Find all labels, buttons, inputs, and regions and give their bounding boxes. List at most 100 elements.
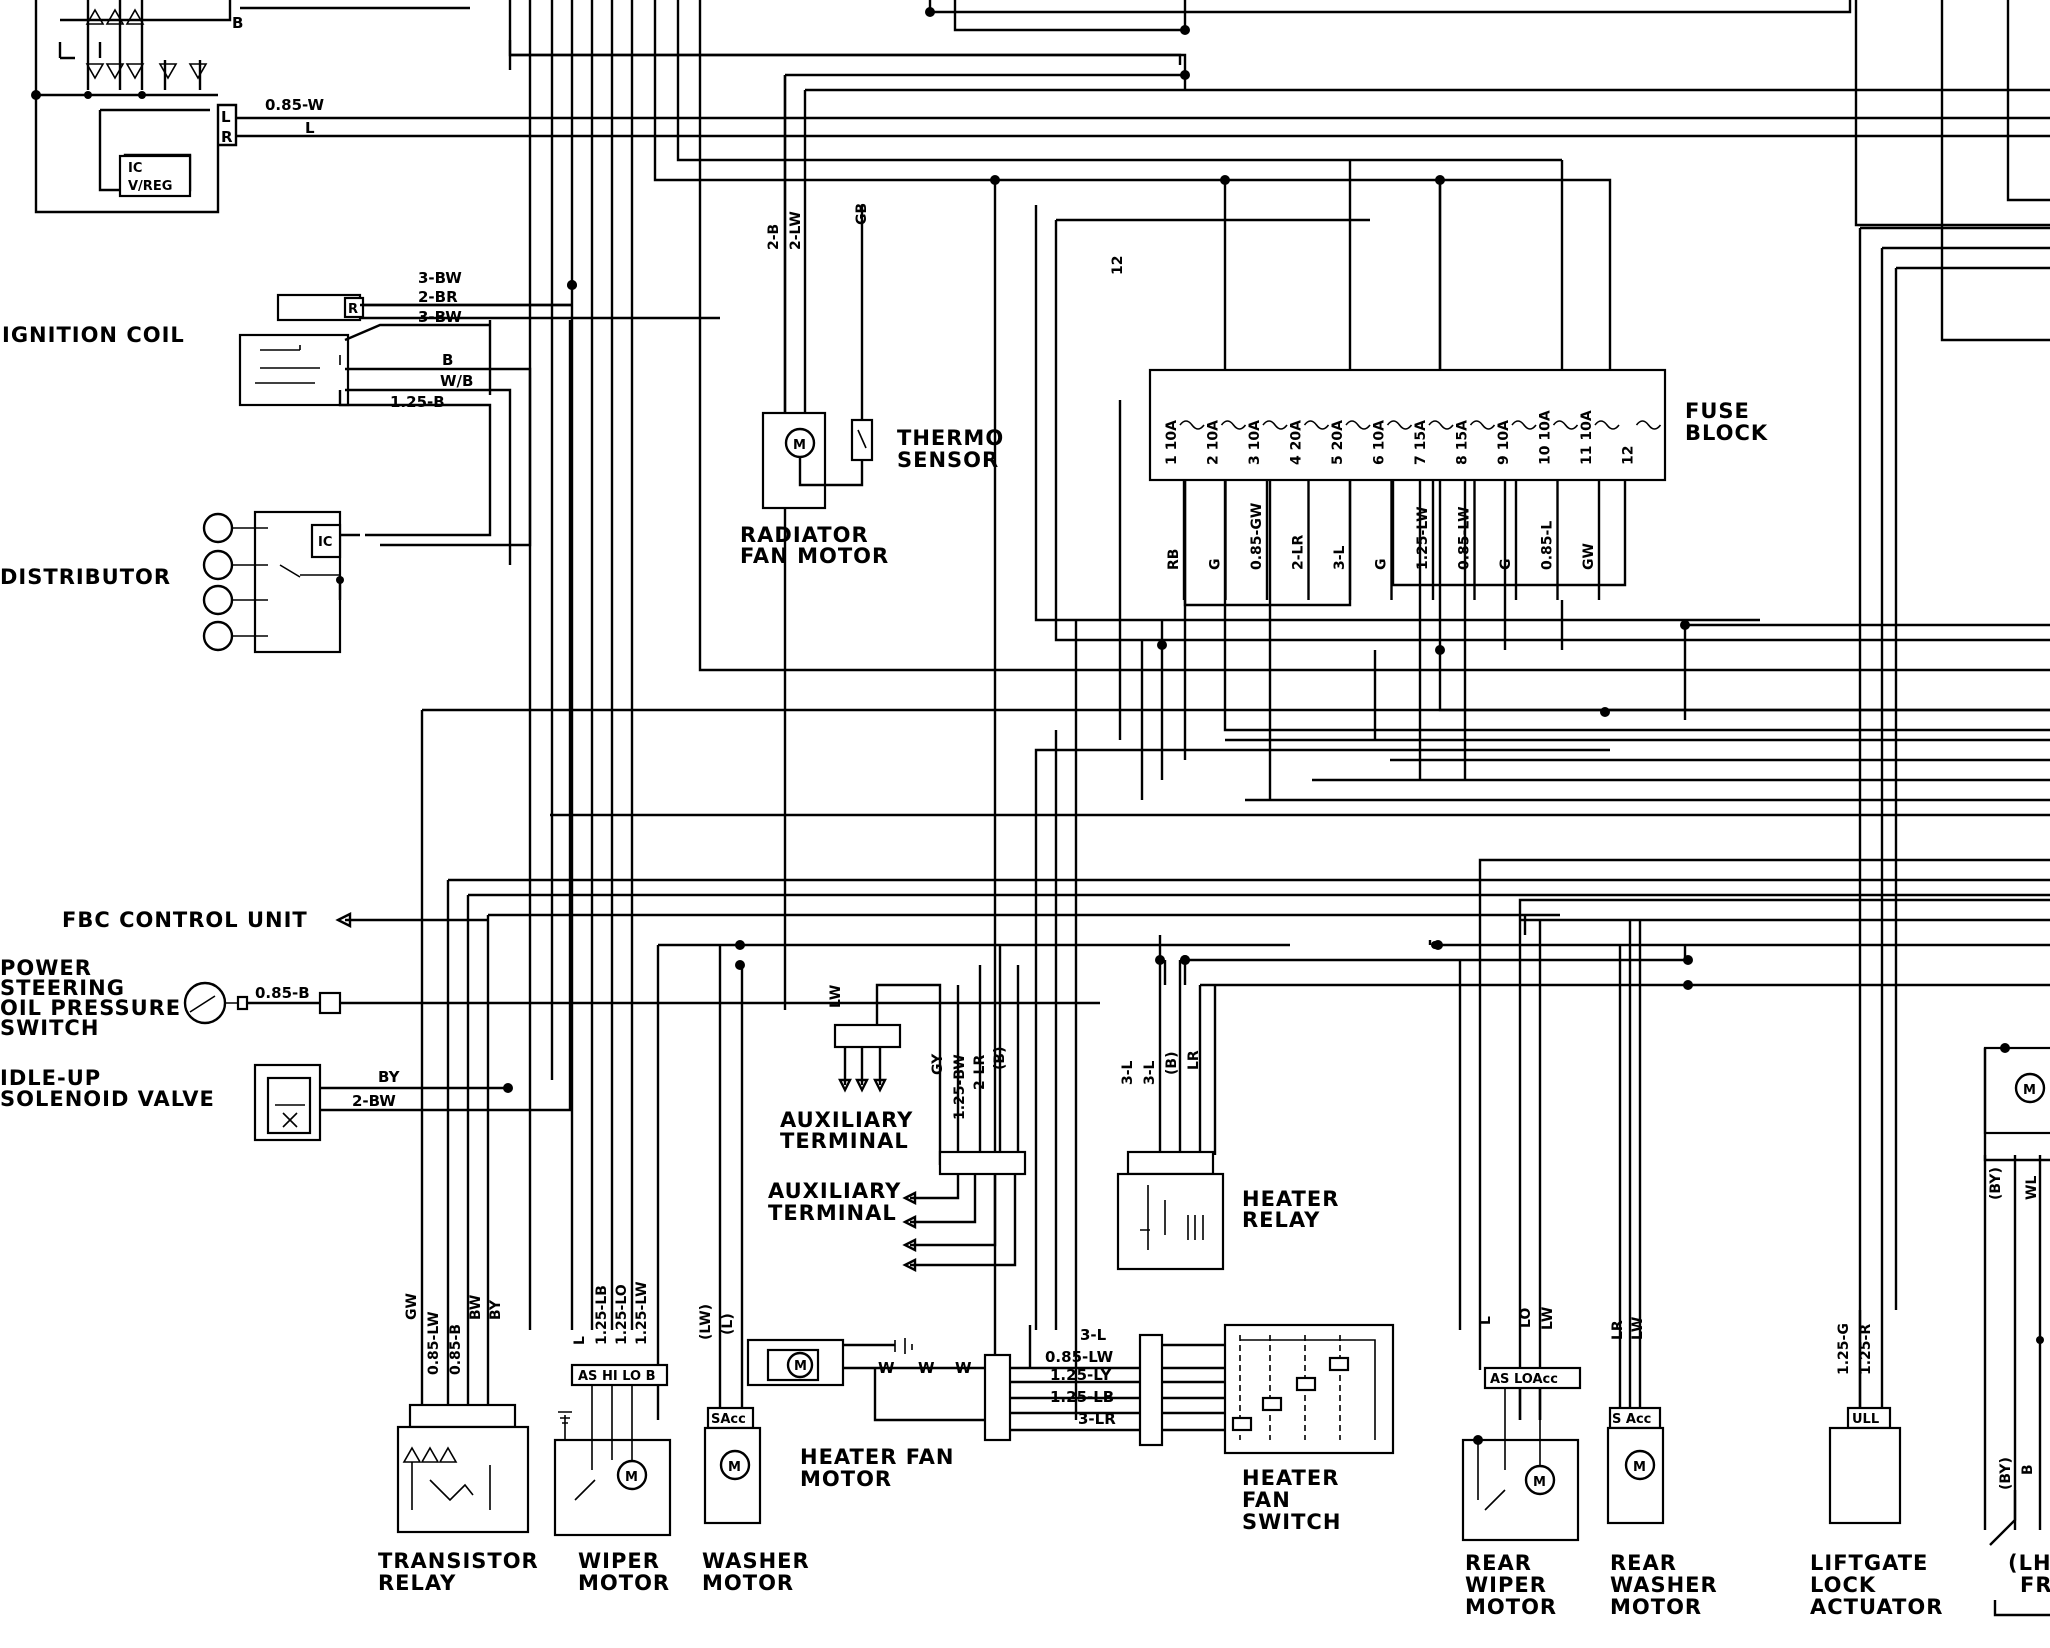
hf-w3-label: W (955, 1359, 972, 1377)
wiper-motor: AS HI LO B M L 1.25-LB 1.25-LO 1.25-LW W… (553, 1281, 672, 1595)
radiator-fan-motor: M 2-B 2-LW GB RADIATOR FAN MOTOR THERMO … (740, 75, 1003, 568)
wm-125lo-label: 1.25-LO (614, 1284, 630, 1345)
heater-relay-label-2: RELAY (1242, 1208, 1320, 1232)
coil-2br-label: 2-BR (418, 288, 458, 306)
fuse-wire-label: RB (1166, 549, 1182, 570)
ic-label: IC (318, 535, 332, 550)
washer-motor: SAcc M (LW) (L) WASHER MOTOR (698, 945, 809, 1595)
fbc-label: FBC CONTROL UNIT (62, 908, 308, 932)
right-edge-component: M (BY) WL (BY) B (LH FR (1983, 1043, 2050, 1617)
wm-125lw-label: 1.25-LW (634, 1281, 650, 1345)
aux2-label-1: AUXILIARY (768, 1179, 901, 1203)
rad-2lw-label: 2-LW (788, 211, 804, 250)
svg-text:M: M (1633, 1460, 1646, 1475)
rt-wl-label: WL (2024, 1176, 2040, 1200)
fuse-9-element (1511, 420, 1537, 430)
wash-conn-label: SAcc (711, 1412, 746, 1427)
rear-wiper-label-1: REAR (1465, 1551, 1532, 1575)
rw-lo-label: LO (1518, 1308, 1534, 1328)
transistor-relay: GW 0.85-LW 0.85-B BW BY TRANSISTOR RELAY (378, 1293, 539, 1595)
tr-085b-label: 0.85-B (448, 1324, 464, 1375)
fuse-6-label: 6 10A (1372, 420, 1388, 465)
fuse-9-label: 9 10A (1496, 420, 1512, 465)
liftgate-label-3: ACTUATOR (1810, 1595, 1943, 1619)
transistor-relay-label-1: TRANSISTOR (378, 1549, 539, 1573)
rw-conn-label: AS LOAcc (1490, 1372, 1558, 1387)
aux-lw-label: LW (828, 985, 844, 1008)
tr-gw-label: GW (404, 1293, 420, 1320)
rwa-lw-label: LW (1630, 1317, 1646, 1340)
heater-fan-switch-label-2: FAN (1242, 1488, 1291, 1512)
alt-w-wire-label: 0.85-W (265, 96, 325, 114)
fuse-wire-label: 2-LR (1291, 535, 1307, 570)
idle-up-solenoid-valve: IDLE-UP SOLENOID VALVE BY 2-BW (0, 320, 572, 1142)
fuse-12-element (1635, 420, 1662, 430)
fuse-1-label: 1 10A (1164, 420, 1180, 465)
coil-wb-label: W/B (440, 372, 473, 390)
rwa-lr-label: LR (1610, 1320, 1626, 1340)
svg-text:M: M (2023, 1083, 2036, 1098)
coil-r-terminal: R (348, 302, 358, 317)
fuse-11-label: 11 10A (1579, 410, 1595, 465)
fuse-wire-label: G (1498, 559, 1514, 571)
fuse-7-label: 7 15A (1413, 420, 1429, 465)
fbc-control-unit: FBC CONTROL UNIT (62, 908, 488, 932)
fuse-1-element (1179, 420, 1205, 430)
rt-b-label: B (2020, 1464, 2036, 1475)
hf-085lw-label: 0.85-LW (1045, 1348, 1114, 1366)
rear-washer-motor: S Acc M LR LW REAR WASHER MOTOR (1606, 920, 1717, 1619)
coil-125b-label: 1.25-B (390, 393, 445, 411)
aux2-label-2: TERMINAL (768, 1201, 897, 1225)
rt-by-label: (BY) (1988, 1167, 2004, 1200)
iu-label-1: IDLE-UP (0, 1066, 101, 1090)
ignition-coil: IGNITION COIL R 3-BW 2-BR 3-BW B W/B 1.2… (2, 269, 720, 565)
wash-l-label: (L) (720, 1313, 736, 1335)
rear-washer-label-3: MOTOR (1610, 1595, 1702, 1619)
fuse-8-element (1469, 420, 1496, 430)
lg-125g-label: 1.25-G (1836, 1323, 1852, 1375)
auxiliary-terminal-1: LW AUXILIARY TERMINAL (780, 983, 942, 1165)
fuse-block-label-1: FUSE (1685, 399, 1750, 423)
fuse-10-label: 10 10A (1538, 410, 1554, 465)
aux-gy-label: GY (930, 1053, 946, 1075)
lh-partial-label-2: FR (2020, 1573, 2050, 1597)
fuse-wire-label: 0.85-LW (1457, 506, 1473, 570)
hf-w1-label: W (878, 1359, 895, 1377)
fuse-wire-label: G (1374, 559, 1390, 571)
svg-text:M: M (1533, 1475, 1546, 1490)
svg-text:M: M (625, 1470, 638, 1485)
coil-b-label: B (442, 351, 453, 369)
tr-by-label: BY (488, 1299, 504, 1320)
fuse-2-label: 2 10A (1206, 420, 1222, 465)
wm-l-label: L (572, 1336, 588, 1345)
hr-3l-b-label: 3-L (1142, 1060, 1158, 1085)
diode-bridge (85, 8, 208, 80)
rwa-conn-label: S Acc (1612, 1412, 1651, 1427)
aux-b-label: (B) (992, 1047, 1008, 1070)
ps-label-2: STEERING (0, 976, 125, 1000)
power-steering-switch: POWER STEERING OIL PRESSURE SWITCH 0.85-… (0, 956, 1100, 1040)
fuse-wire-label: GW (1581, 543, 1597, 570)
rear-washer-label-1: REAR (1610, 1551, 1677, 1575)
hf-125lb-label: 1.25-LB (1050, 1388, 1114, 1406)
fuse-wire-label: 0.85-L (1540, 521, 1556, 570)
coil-3bw-label: 3-BW (418, 308, 462, 326)
fuse-4-label: 4 20A (1289, 420, 1305, 465)
rw-l-label: L (1478, 1316, 1494, 1325)
tr-bw-label: BW (468, 1295, 484, 1320)
fuse-8-label: 8 15A (1455, 420, 1471, 465)
fuse-wire-label: 3-L (1332, 545, 1348, 570)
liftgate-lock-actuator: ULL 1.25-G 1.25-R LIFTGATE LOCK ACTUATOR (1810, 1310, 1943, 1619)
fuse-11-element (1594, 420, 1620, 430)
heater-fan-switch-label-3: SWITCH (1242, 1510, 1341, 1534)
tr-085lw-label: 0.85-LW (426, 1311, 442, 1375)
aux1-label-1: AUXILIARY (780, 1108, 913, 1132)
svg-text:M: M (793, 438, 806, 453)
ic-vreg-label-2: V/REG (128, 179, 172, 194)
fuse-3-label: 3 10A (1247, 420, 1263, 465)
ps-085b-label: 0.85-B (255, 984, 310, 1002)
